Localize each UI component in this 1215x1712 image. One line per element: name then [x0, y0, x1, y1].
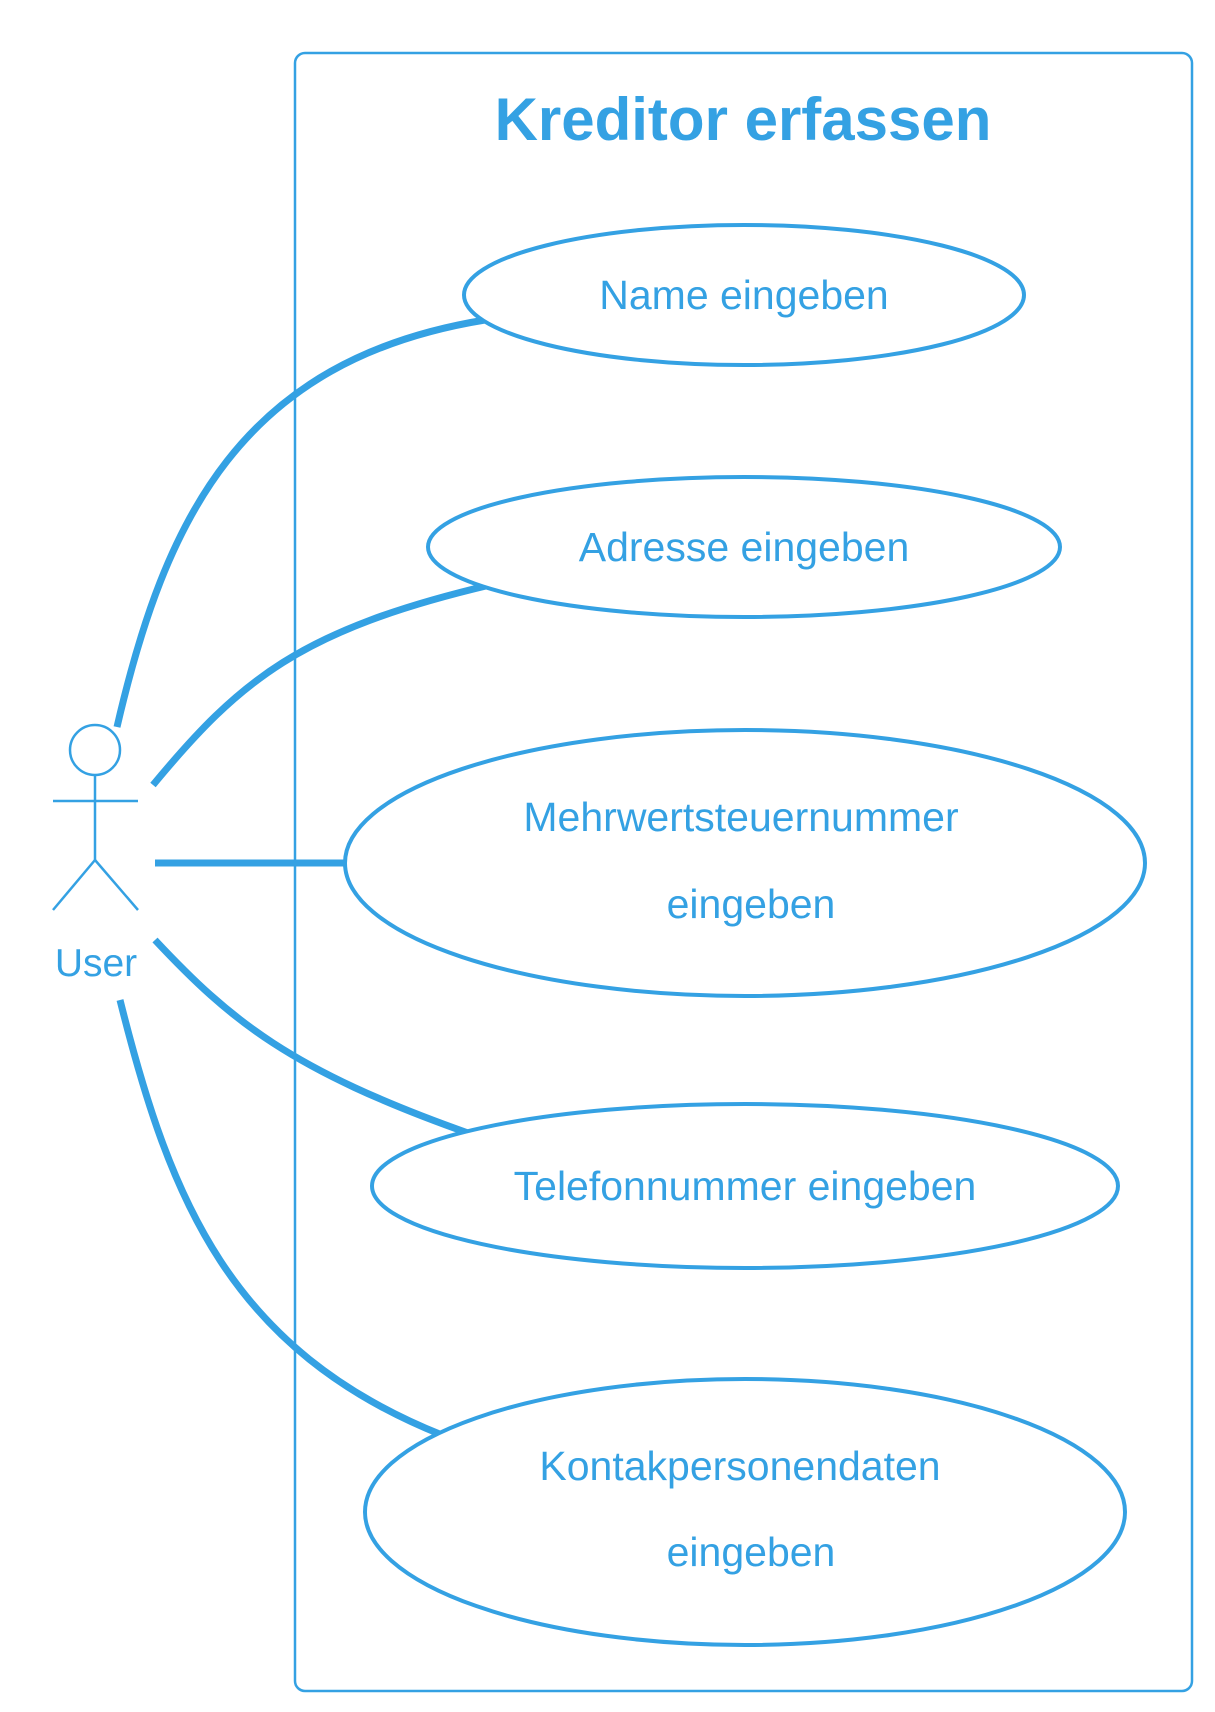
use-case-shape	[363, 1377, 1127, 1647]
use-case-label: Telefonnummer eingeben	[514, 1163, 977, 1209]
use-case-shape	[343, 728, 1147, 998]
use-case-adresse[interactable]: Adresse eingeben	[426, 475, 1062, 619]
use-case-label-line-1: Kontakpersonendaten	[539, 1443, 940, 1489]
actor-label: User	[55, 942, 137, 985]
use-case-label-line-2: eingeben	[667, 881, 836, 927]
use-case-kontakt[interactable]: Kontakpersonendaten eingeben	[363, 1377, 1127, 1647]
use-case-shape	[462, 223, 1026, 367]
use-case-label: Name eingeben	[599, 272, 888, 318]
use-case-shape	[370, 1102, 1120, 1270]
actor-left-leg	[52, 859, 96, 911]
use-case-telefon[interactable]: Telefonnummer eingeben	[370, 1102, 1120, 1270]
use-case-label-line-1: Mehrwertsteuernummer	[523, 794, 958, 840]
association-kontakt	[116, 999, 444, 1439]
use-case-shape	[426, 475, 1062, 619]
actor-head	[68, 723, 122, 777]
association-name	[113, 316, 486, 728]
association-telefon	[152, 937, 470, 1137]
use-case-label: Adresse eingeben	[579, 524, 910, 570]
use-case-name[interactable]: Name eingeben	[462, 223, 1026, 367]
actor-user[interactable]: User	[52, 723, 139, 985]
system-title: Kreditor erfassen	[495, 86, 992, 153]
use-case-mwst[interactable]: Mehrwertsteuernummer eingeben	[343, 728, 1147, 998]
association-adresse	[150, 581, 491, 788]
actor-right-leg	[94, 859, 139, 911]
system-boundary	[293, 51, 1194, 1693]
use-case-label-line-2: eingeben	[667, 1529, 836, 1575]
